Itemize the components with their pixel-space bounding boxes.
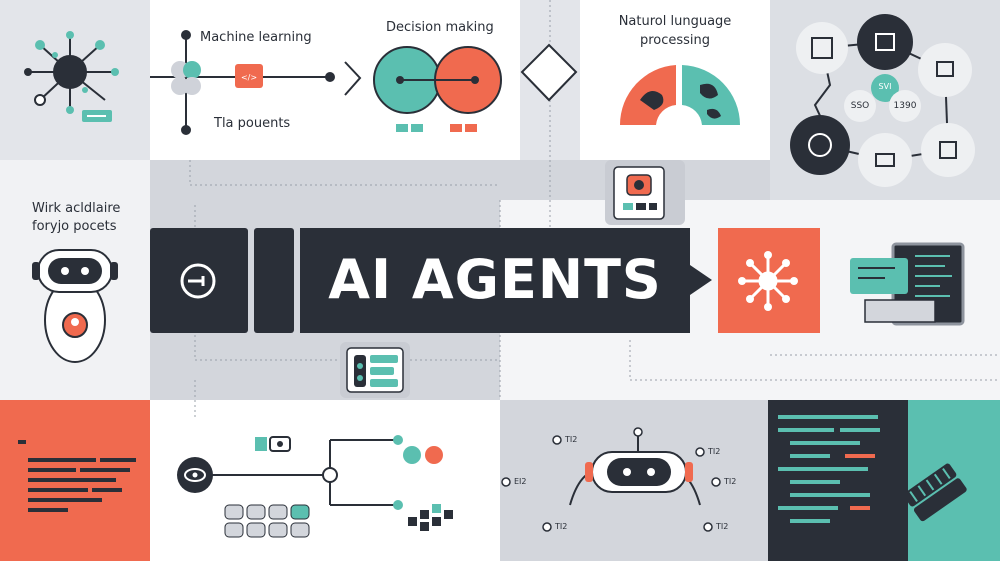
neural-network-icon — [24, 31, 119, 122]
label-tla-pouents: Tla pouents — [214, 116, 291, 131]
label-machine-learning: Machine learning — [200, 30, 312, 45]
svg-text:</>: </> — [241, 73, 257, 82]
central-robot-icon — [501, 427, 721, 532]
nlp-half-donut-icon — [619, 65, 741, 125]
code-editor-icon — [778, 415, 967, 540]
code-lines-icon — [18, 440, 136, 512]
hub-text-2: SSO — [850, 101, 870, 111]
computer-monitor-icon — [850, 242, 965, 326]
small-robot-card-top — [605, 160, 685, 225]
brain-network-icon — [718, 228, 820, 333]
hub-text-1: SVI — [878, 82, 892, 91]
bot-label-5: TI2 — [555, 522, 568, 531]
agent-network-cluster — [790, 14, 975, 187]
eye-tree-diagram — [177, 435, 453, 538]
bot-label-6: TI2 — [716, 522, 729, 531]
power-button-icon — [180, 263, 216, 299]
bot-label-1: TI2 — [565, 435, 578, 444]
label-nlp-line1: Naturol lunguage — [618, 14, 732, 29]
small-robot-card-bottom — [340, 342, 410, 398]
ml-flow-diagram: </> — [150, 30, 362, 135]
diamond-decision-icon — [520, 43, 578, 102]
decision-circles-icon — [373, 46, 502, 132]
bot-label-4: TI2 — [724, 477, 737, 486]
label-decision-making: Decision making — [386, 20, 494, 35]
eye-icon — [177, 457, 213, 493]
main-title: AI AGENTS — [328, 248, 662, 311]
bot-label-2: TI2 — [708, 447, 721, 456]
robot-icon — [32, 249, 118, 363]
hub-text-3: 1390 — [893, 101, 917, 111]
label-nlp-line2: processing — [639, 33, 711, 48]
label-work-line2: foryjo pocets — [32, 219, 117, 234]
bot-label-3: EI2 — [514, 477, 527, 486]
chain-link-icon — [903, 463, 967, 522]
label-work-line1: Wirk acldlaire — [32, 201, 121, 216]
